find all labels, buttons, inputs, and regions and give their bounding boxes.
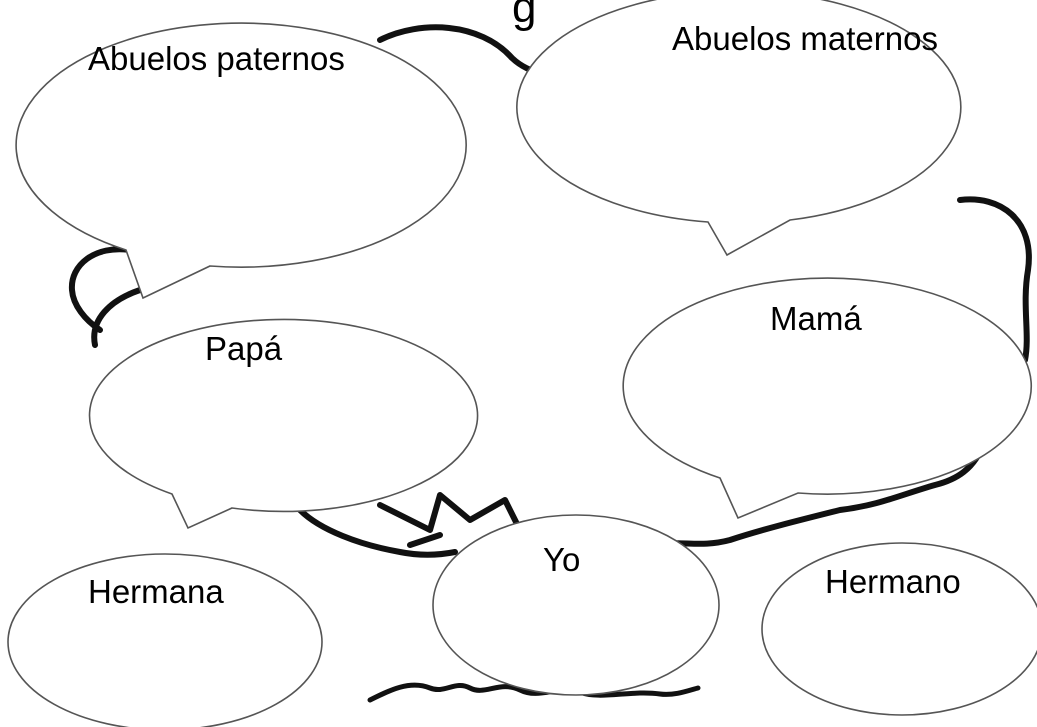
- tree-roots: [367, 682, 701, 703]
- label-mother: Mamá: [770, 300, 862, 337]
- bubble-father: [88, 318, 479, 530]
- label-sister: Hermana: [88, 573, 224, 610]
- title-fragment: g: [512, 0, 536, 32]
- label-father: Papá: [205, 330, 283, 367]
- bubble-mother: [622, 277, 1032, 520]
- label-maternal-grandparents: Abuelos maternos: [672, 20, 938, 57]
- label-brother: Hermano: [825, 563, 961, 600]
- bubble-brother: [761, 542, 1037, 716]
- label-paternal-grandparents: Abuelos paternos: [88, 40, 345, 77]
- bubble-sister: [7, 553, 323, 727]
- label-me: Yo: [543, 541, 580, 578]
- bubble-maternal-grandparents: [516, 0, 962, 257]
- bubble-paternal-grandparents: [15, 22, 467, 300]
- bubble-me: [432, 514, 720, 696]
- tree-branches: [377, 492, 523, 548]
- tree-canopy-outline: [68, 24, 1032, 558]
